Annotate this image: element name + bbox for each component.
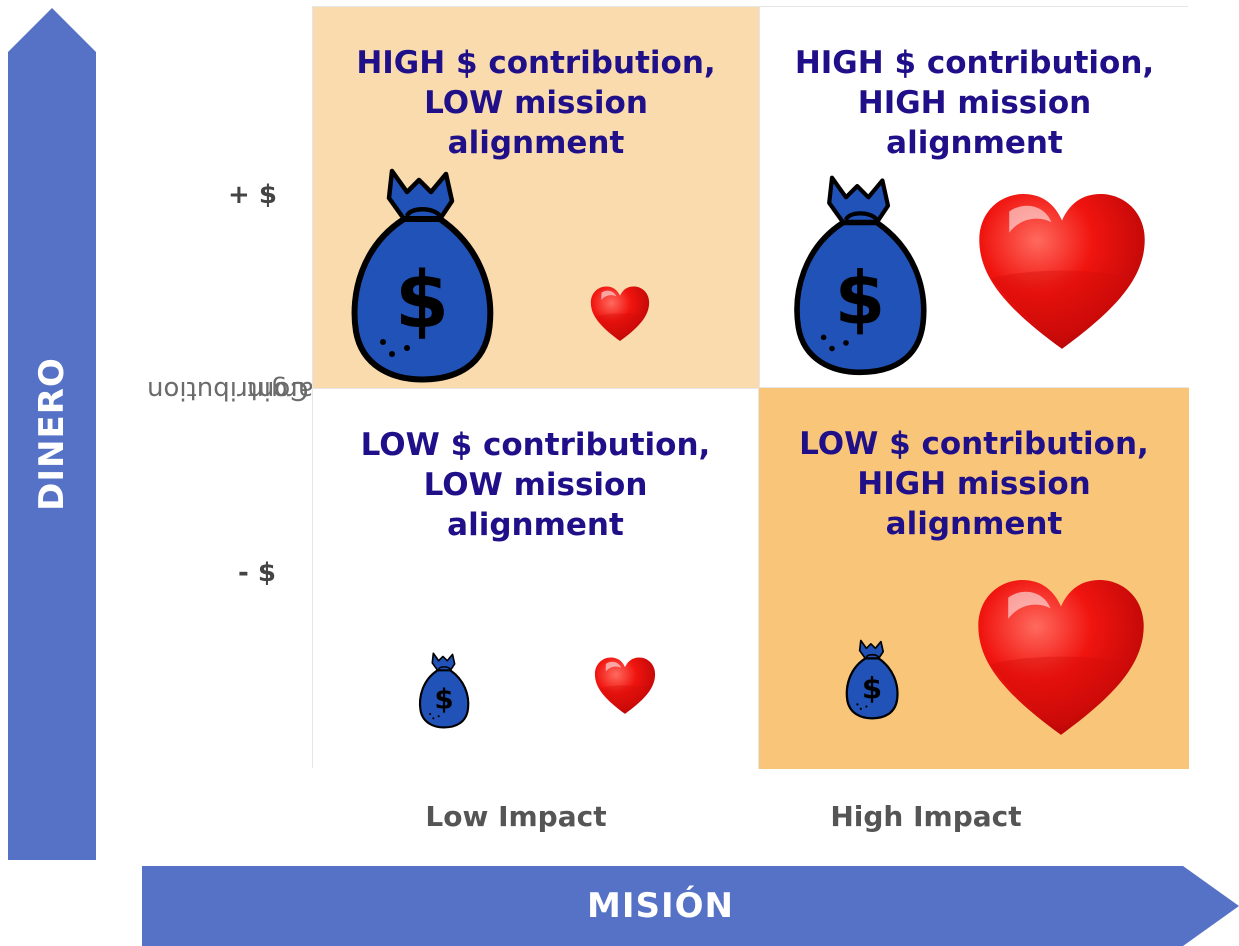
quadrant-bottom-right-text: LOW $ contribution, HIGH mission alignme… xyxy=(799,426,1149,542)
y-tick-high: + $ xyxy=(228,180,277,210)
heart-icon xyxy=(593,651,657,723)
x-tick-high: High Impact xyxy=(830,800,1022,833)
mision-arrow-label: MISIÓN xyxy=(587,886,734,926)
y-tick-low: - $ xyxy=(238,558,276,588)
dinero-arrow xyxy=(8,8,96,860)
quadrant-top-left: HIGH $ contribution, LOW mission alignme… xyxy=(313,7,759,388)
mision-arrow: MISIÓN xyxy=(142,866,1239,946)
quadrant-bottom-right: LOW $ contribution, HIGH mission alignme… xyxy=(759,388,1189,769)
money-bag-icon xyxy=(843,636,901,720)
dinero-arrow-label: DINERO xyxy=(32,357,73,511)
heart-icon xyxy=(973,560,1149,762)
quadrant-bottom-left-text: LOW $ contribution, LOW mission alignmen… xyxy=(360,427,711,543)
heart-icon xyxy=(589,283,651,347)
money-bag-icon xyxy=(790,159,930,384)
heart-icon xyxy=(974,171,1150,379)
quadrant-top-left-text: HIGH $ contribution, LOW mission alignme… xyxy=(356,45,716,161)
money-bag-icon xyxy=(347,159,497,384)
quadrant-grid: HIGH $ contribution, LOW mission alignme… xyxy=(312,6,1189,769)
quadrant-bottom-left: LOW $ contribution, LOW mission alignmen… xyxy=(313,388,759,769)
quadrant-top-right-text: HIGH $ contribution, HIGH mission alignm… xyxy=(794,45,1155,161)
quadrant-top-right: HIGH $ contribution, HIGH mission alignm… xyxy=(759,7,1189,388)
x-tick-low: Low Impact xyxy=(425,800,607,833)
dinero-arrow-label-wrap: DINERO xyxy=(8,8,96,860)
money-bag-icon xyxy=(417,649,471,729)
